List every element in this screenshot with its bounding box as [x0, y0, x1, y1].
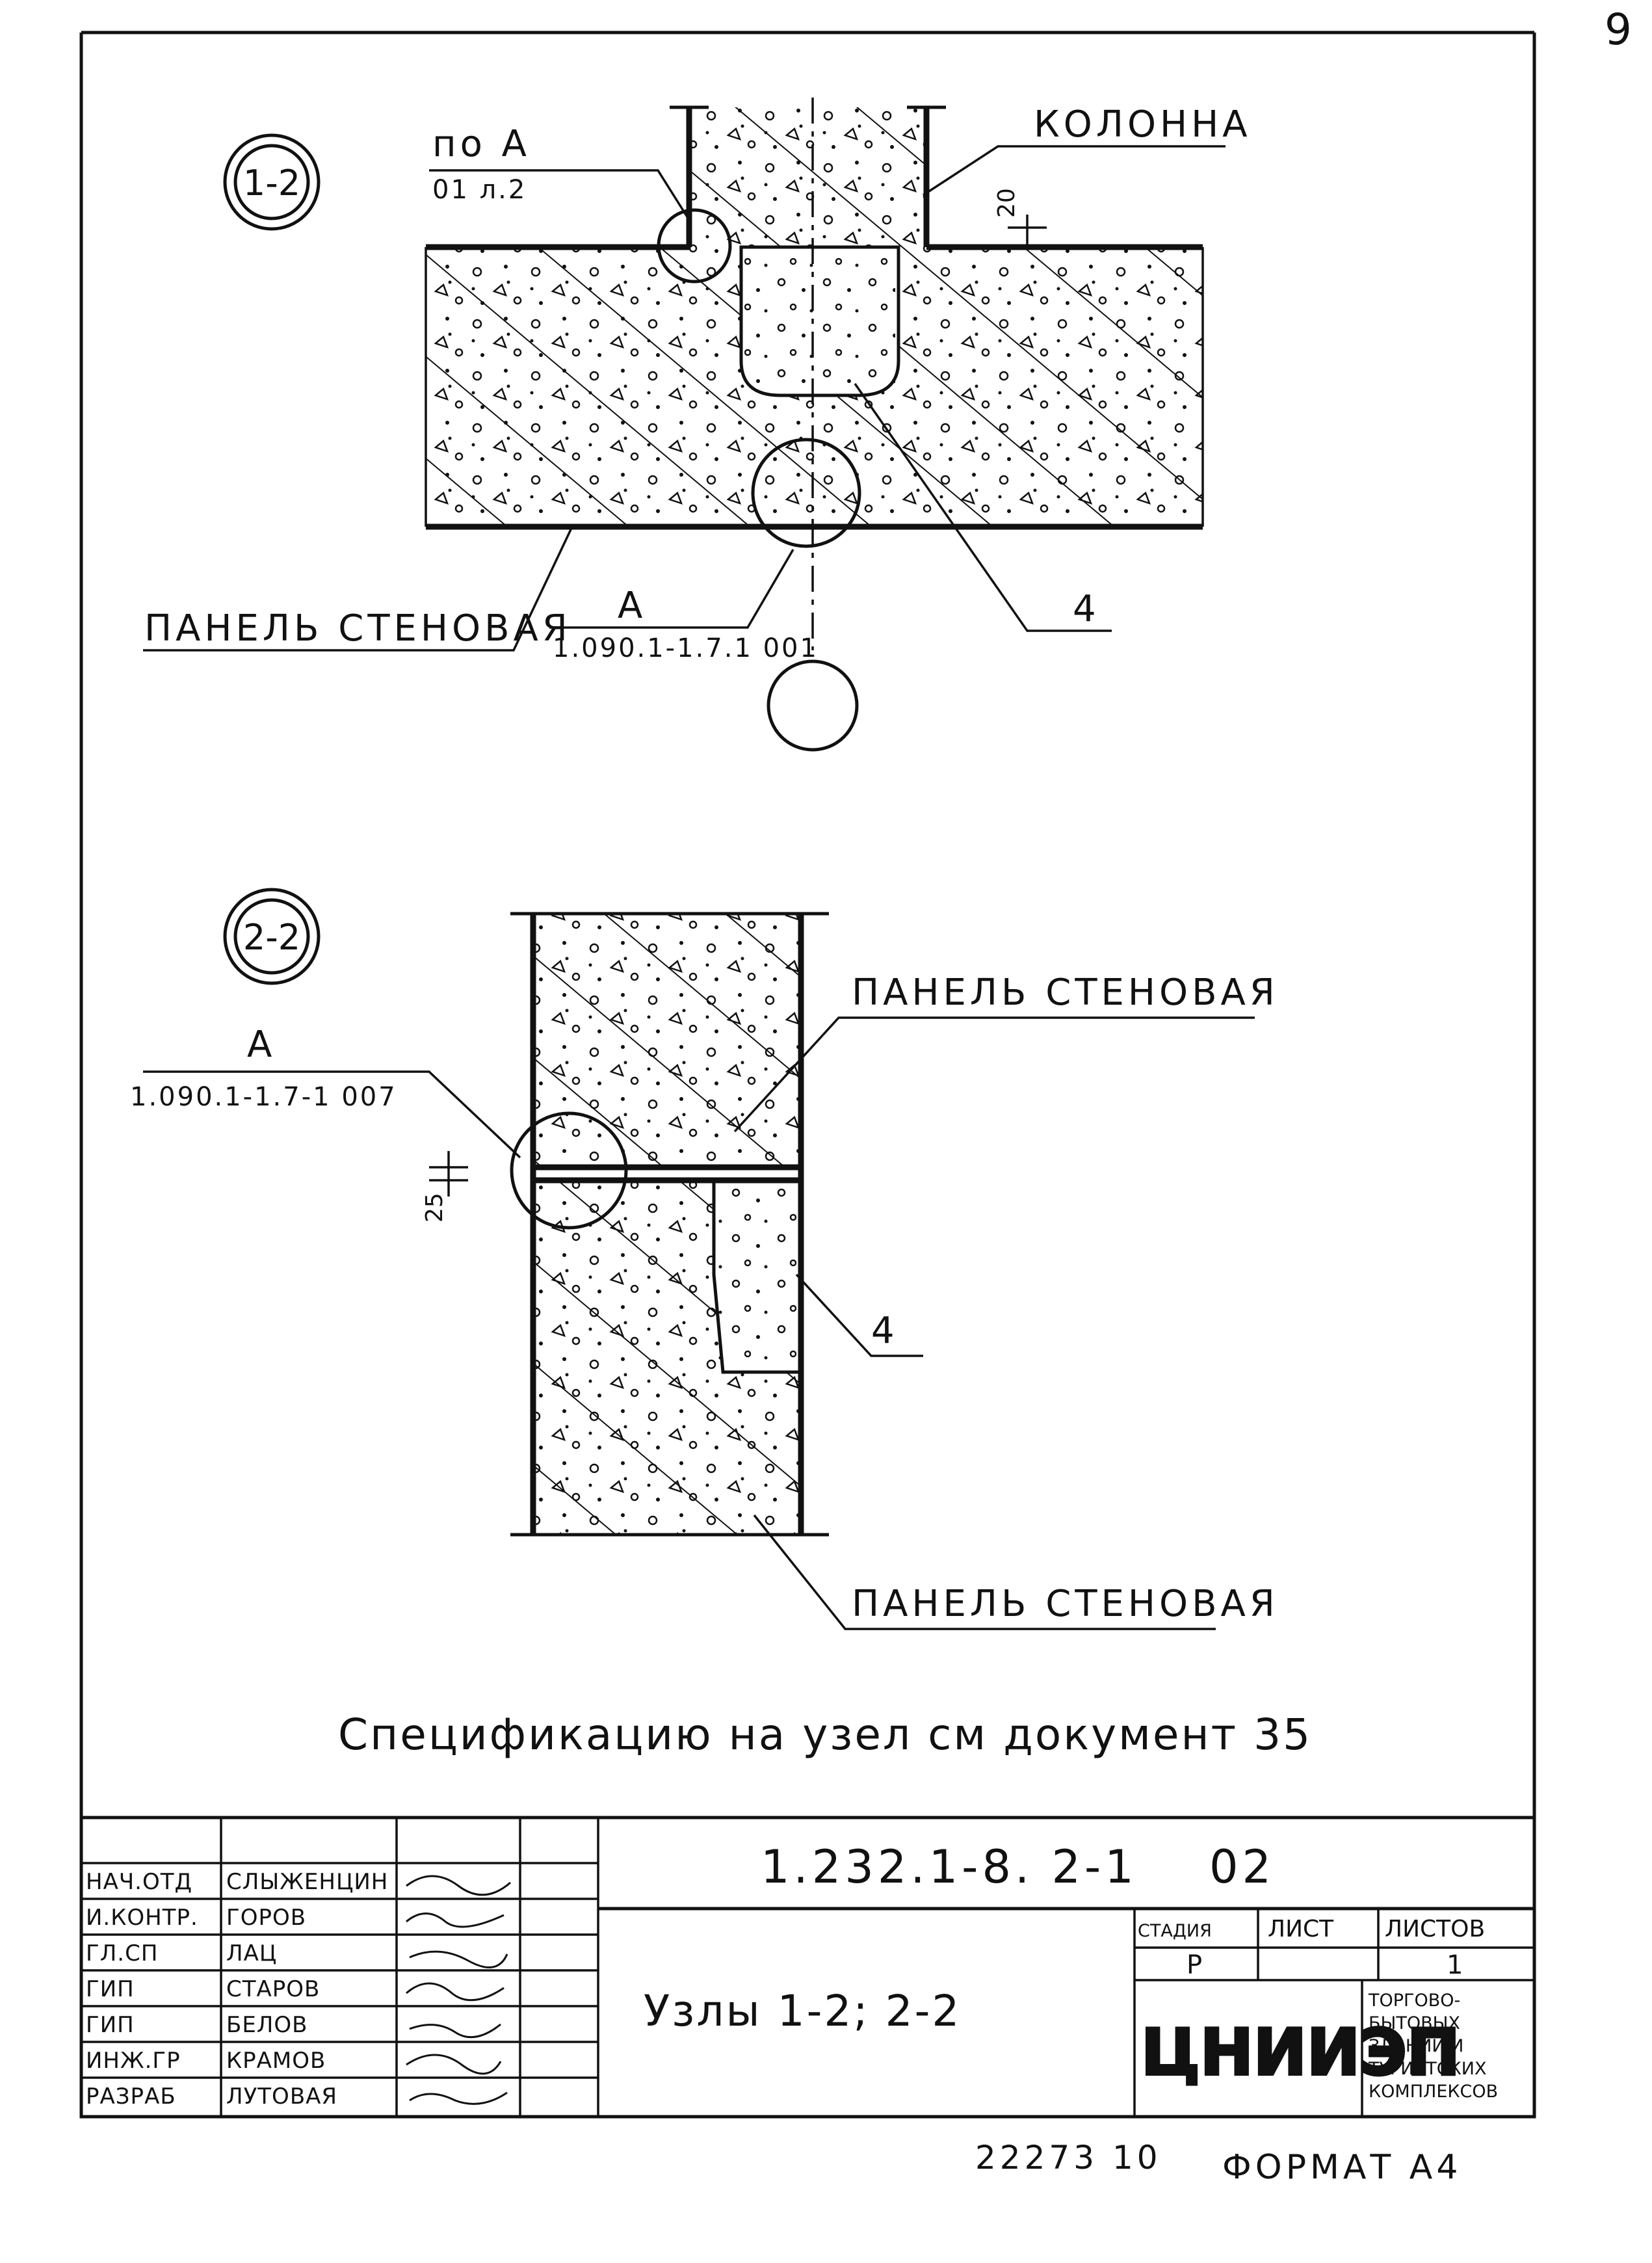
doc-suffix: 02: [1209, 1840, 1275, 1894]
header-sheet: ЛИСТ: [1268, 1916, 1334, 1942]
org-line-3: ТУРИСТСКИХ: [1368, 2059, 1487, 2079]
joint-detail-circle: [510, 1111, 628, 1230]
name-3: СТАРОВ: [226, 1976, 320, 2002]
dim-20: 20: [993, 188, 1020, 218]
node-badge-1-2-outer: [223, 133, 321, 231]
title-block: НАЧ.ОТД СЛЫЖЕНЦИН И.КОНТР. ГОРОВ ГЛ.СП Л…: [79, 1816, 1536, 2119]
detail-circle-top: [657, 208, 732, 284]
org-line-1: БЫТОВЫХ: [1369, 2013, 1460, 2033]
name-4: БЕЛОВ: [226, 2012, 308, 2038]
role-1: И.КОНТР.: [86, 1905, 198, 1931]
detail-circle-bottom: [751, 438, 861, 548]
sheets-total: 1: [1447, 1950, 1463, 1980]
node-badge-1-2: 1-2: [243, 163, 300, 204]
dim-25: 25: [421, 1193, 448, 1223]
node-2-2-detail: 2-2 А 1.090.1-1.7-1 007 25 ПАНЕЛЬ СТЕНОВ…: [130, 888, 1279, 1630]
doc-code: 1.232.1-8. 2-1: [761, 1840, 1138, 1894]
detail-doc: 1.090.1-1.7.1 001: [553, 633, 819, 663]
org-line-4: КОМПЛЕКСОВ: [1369, 2082, 1498, 2102]
spec-note: Спецификацию на узел см документ 35: [338, 1710, 1312, 1760]
panel-label: ПАНЕЛЬ СТЕНОВАЯ: [144, 607, 571, 650]
detail-letter-2: А: [247, 1024, 276, 1066]
detail-letter: А: [618, 585, 646, 627]
name-5: КРАМОВ: [226, 2048, 326, 2074]
name-0: СЛЫЖЕНЦИН: [226, 1869, 388, 1895]
header-stage: СТАДИЯ: [1138, 1921, 1212, 1941]
axis-marker: [767, 659, 859, 752]
callout-4: 4: [1073, 588, 1100, 630]
org-line-2: ЗДАНИЙ И: [1369, 2035, 1463, 2056]
role-6: РАЗРАБ: [86, 2084, 176, 2110]
format-label: ФОРМАТ А4: [1222, 2148, 1462, 2187]
doc-number: 22273 10: [975, 2139, 1162, 2177]
node-badge-2-2-inner: [233, 898, 310, 975]
sheet-title: Узлы 1-2; 2-2: [644, 1986, 961, 2036]
header-sheets: ЛИСТОВ: [1385, 1916, 1485, 1942]
role-3: ГИП: [86, 1976, 135, 2002]
panel-label-top: ПАНЕЛЬ СТЕНОВАЯ: [852, 972, 1279, 1014]
ref-letter: по А: [432, 123, 531, 165]
stage-value: Р: [1187, 1950, 1202, 1980]
org-logo: ЦНИИЭП: [1141, 2016, 1460, 2090]
name-2: ЛАЦ: [226, 1940, 277, 1966]
detail-doc-2: 1.090.1-1.7-1 007: [130, 1082, 397, 1112]
org-line-0: ТОРГОВО-: [1368, 1991, 1460, 2011]
panel-label-bottom: ПАНЕЛЬ СТЕНОВАЯ: [852, 1583, 1279, 1625]
role-0: НАЧ.ОТД: [86, 1869, 192, 1895]
role-2: ГЛ.СП: [86, 1940, 158, 1966]
column-label: КОЛОННА: [1034, 103, 1252, 146]
callout-4-node2: 4: [871, 1310, 898, 1352]
node-badge-2-2: 2-2: [243, 917, 300, 958]
signatures: [406, 1875, 511, 2105]
name-6: ЛУТОВАЯ: [226, 2084, 337, 2110]
role-5: ИНЖ.ГР: [86, 2048, 181, 2074]
ref-sheet: 01 л.2: [432, 175, 527, 205]
page-number: 9: [1605, 5, 1632, 55]
name-1: ГОРОВ: [226, 1905, 306, 1931]
node-badge-1-2-inner: [233, 144, 310, 220]
node-badge-2-2-outer: [223, 888, 321, 985]
role-4: ГИП: [86, 2012, 135, 2038]
sheet-frame: [79, 31, 1536, 2117]
node-1-2-detail: 1-2 по А 01 л.2 КОЛОННА 20: [143, 98, 1252, 752]
